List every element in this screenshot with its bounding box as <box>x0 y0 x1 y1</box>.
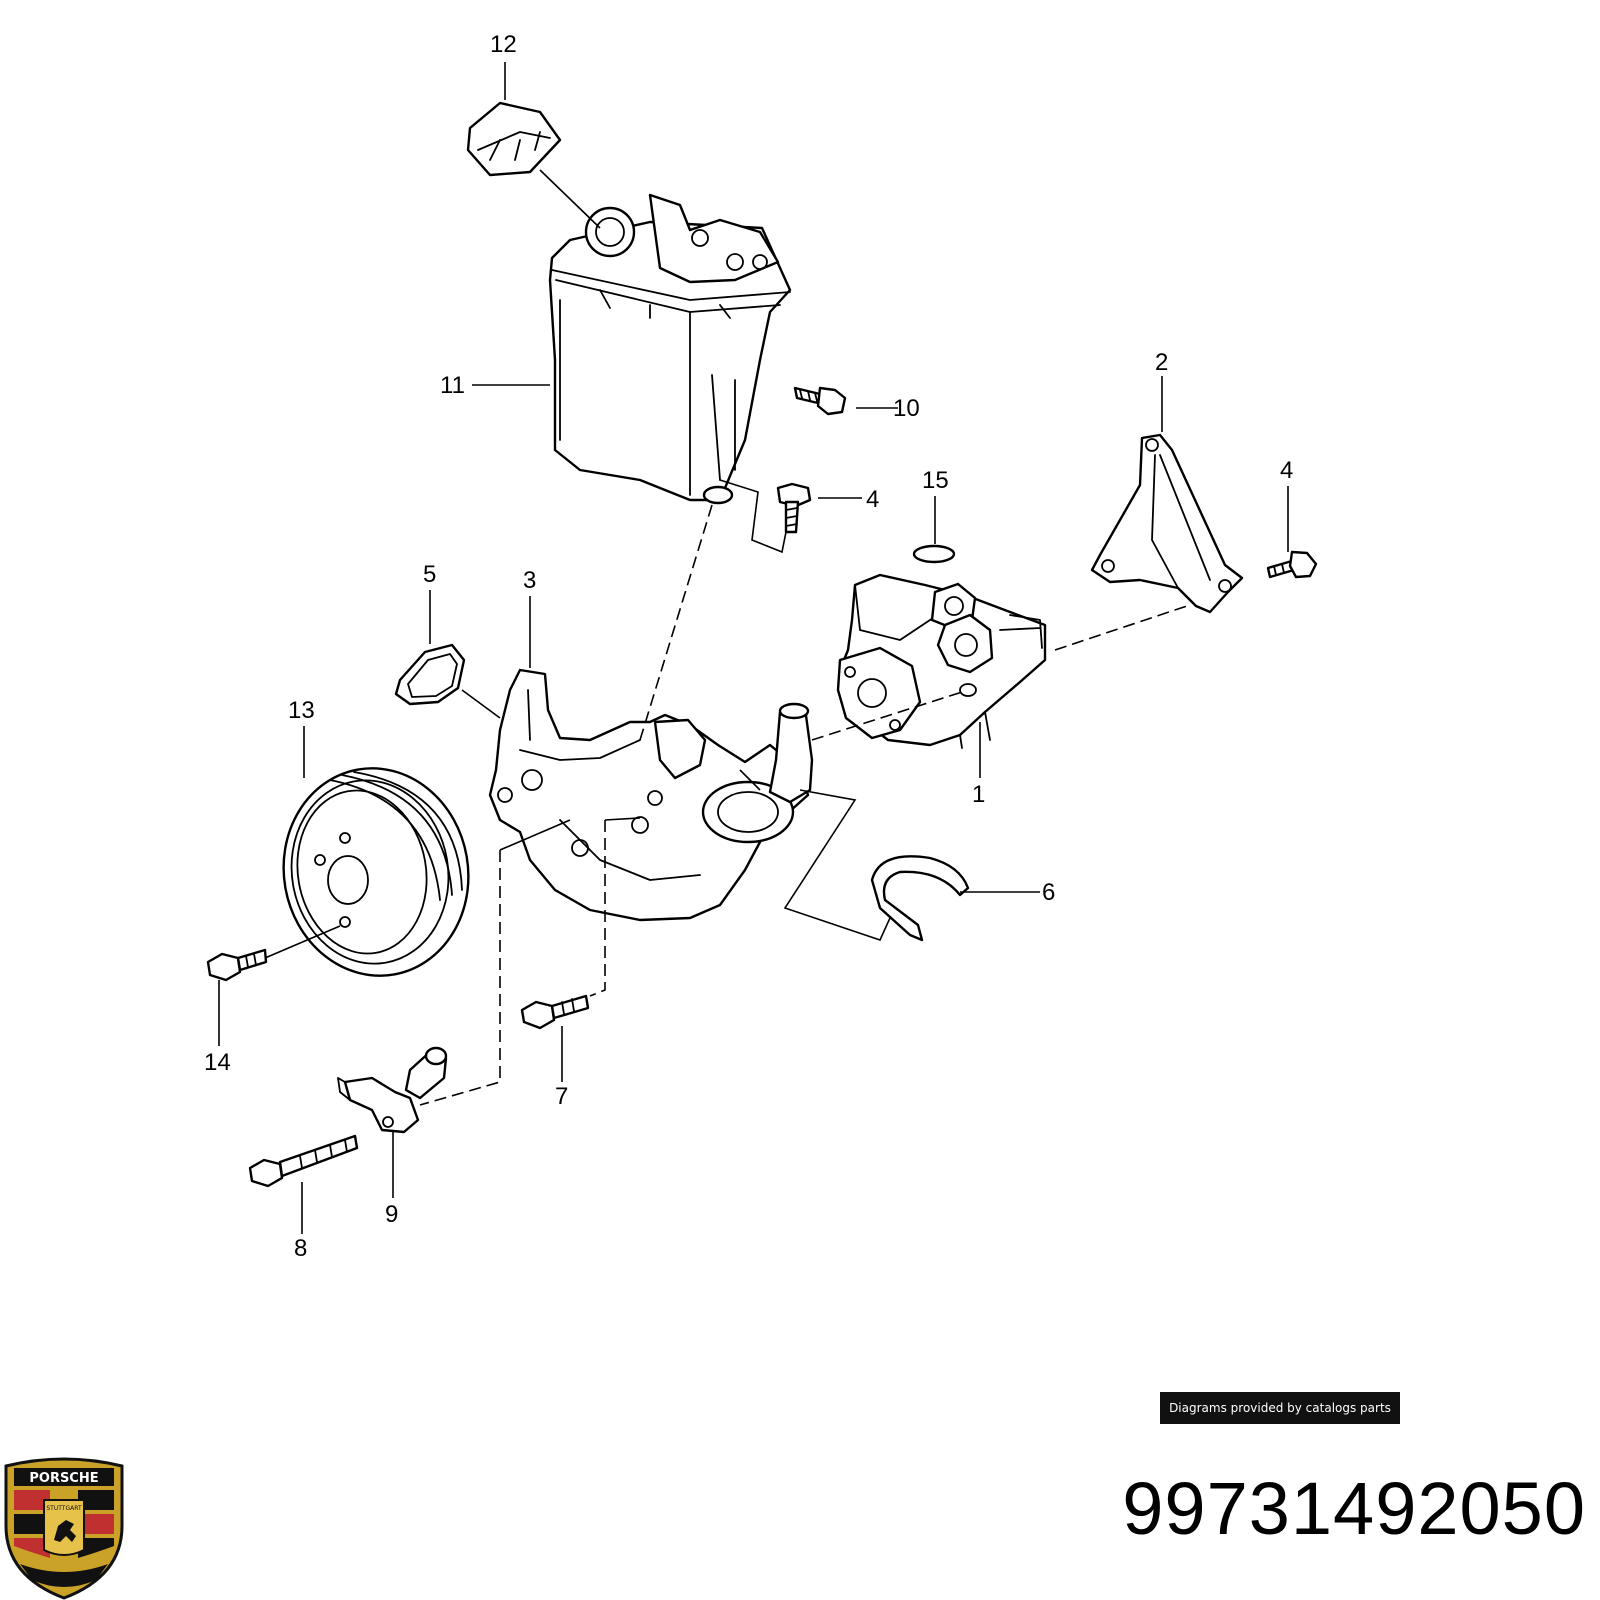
callout-14: 14 <box>204 1049 231 1076</box>
diagram-credit: Diagrams provided by catalogs parts <box>1160 1392 1400 1424</box>
pipe-fitting <box>768 702 814 804</box>
pulley-13 <box>282 767 470 977</box>
svg-text:PORSCHE: PORSCHE <box>29 1471 98 1486</box>
callout-10: 10 <box>893 395 920 422</box>
callout-4-right: 4 <box>1280 457 1293 484</box>
bolt-4-upper <box>776 482 812 534</box>
callout-5: 5 <box>423 561 436 588</box>
callout-4-upper: 4 <box>866 486 879 513</box>
clip-6 <box>870 855 970 942</box>
callout-13: 13 <box>288 697 315 724</box>
bolt-8 <box>248 1134 359 1188</box>
bolt-10 <box>793 386 847 416</box>
callout-12: 12 <box>490 31 517 58</box>
bolt-7 <box>520 994 590 1030</box>
callout-9: 9 <box>385 1201 398 1228</box>
callout-11: 11 <box>440 372 465 399</box>
callout-8: 8 <box>294 1235 307 1262</box>
svg-text:STUTTGART: STUTTGART <box>46 1505 82 1512</box>
pump-housing <box>488 668 810 922</box>
gasket-5 <box>394 643 466 706</box>
part-number: 99731492050 <box>1122 1467 1586 1550</box>
callout-6: 6 <box>1042 879 1055 906</box>
reservoir-cap <box>466 101 562 177</box>
o-ring-15 <box>912 544 956 564</box>
bracket-2 <box>1090 433 1244 614</box>
power-steering-pump <box>836 573 1047 749</box>
callout-7: 7 <box>555 1083 568 1110</box>
porsche-crest-logo: PORSCHE STUTTGART <box>4 1457 124 1600</box>
callout-3: 3 <box>523 567 536 594</box>
bolt-4-right <box>1266 550 1318 579</box>
reservoir <box>548 193 792 505</box>
callout-1: 1 <box>972 781 985 808</box>
callout-15: 15 <box>922 467 949 494</box>
sensor-9 <box>337 1046 448 1134</box>
callout-2: 2 <box>1155 349 1168 376</box>
bolt-14 <box>206 948 268 982</box>
